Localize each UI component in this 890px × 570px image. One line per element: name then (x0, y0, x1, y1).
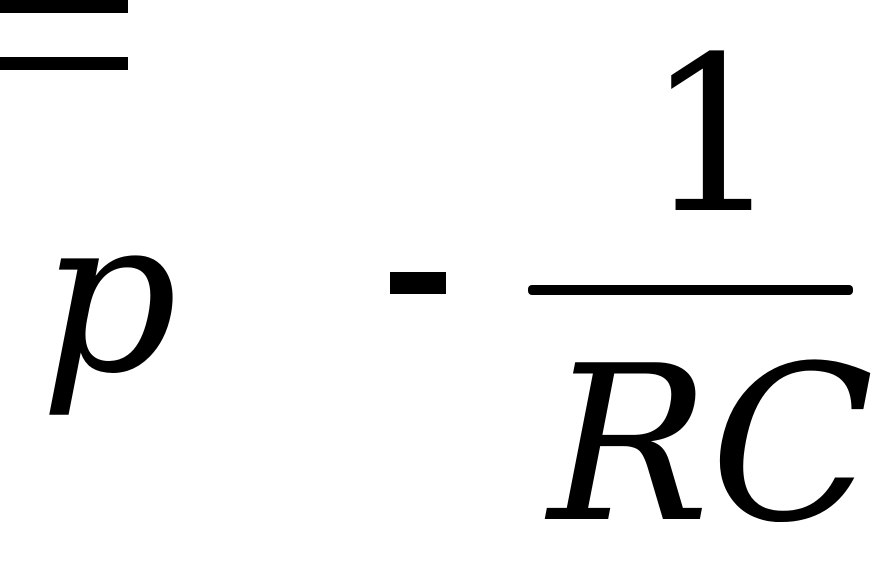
numerator: 1 (645, 10, 782, 261)
variable-p: p (40, 170, 178, 421)
fraction-bar (528, 285, 853, 295)
equals-sign (0, 0, 128, 70)
minus-sign (390, 272, 446, 294)
denominator: RC (548, 319, 875, 570)
formula: p 1 RC (0, 0, 890, 552)
